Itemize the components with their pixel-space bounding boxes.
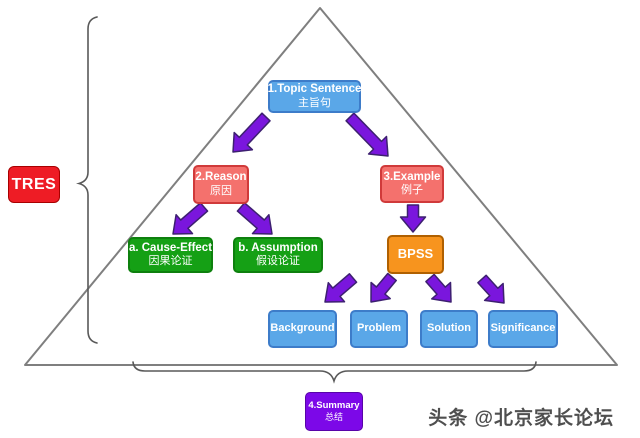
node-reason: 2.Reason 原因: [193, 165, 249, 204]
node-summary: 4.Summary 总结: [305, 392, 363, 431]
bottom-curly-brace: [132, 361, 537, 384]
node-cause-effect: a. Cause-Effect 因果论证: [128, 237, 213, 273]
node-title: a. Cause-Effect: [128, 241, 213, 254]
arrow-reason-to-cause-effect: [172, 202, 209, 235]
node-background: Background: [268, 310, 337, 348]
node-title: Problem: [356, 322, 401, 335]
node-title: b. Assumption: [238, 241, 318, 254]
arrow-bpss-to-problem: [370, 272, 397, 303]
arrow-bpss-to-solution: [425, 273, 452, 303]
node-title: 3.Example: [383, 170, 441, 183]
node-title: Significance: [490, 322, 556, 335]
arrow-bpss-to-background: [324, 273, 358, 303]
arrow-example-to-bpss: [399, 204, 427, 233]
node-subtitle: 假设论证: [256, 255, 300, 268]
node-title: Solution: [427, 322, 471, 335]
triangle-outline: [24, 7, 618, 366]
node-title: 4.Summary: [308, 399, 360, 411]
tres-label: TRES: [11, 175, 57, 193]
node-solution: Solution: [420, 310, 478, 348]
arrow-bpss-to-significance: [477, 274, 505, 304]
node-subtitle: 原因: [210, 184, 232, 197]
node-subtitle: 例子: [401, 184, 423, 197]
arrow-reason-to-assumption: [236, 202, 273, 235]
left-curly-brace: [76, 16, 98, 344]
node-topic-sentence: 1.Topic Sentence 主旨句: [268, 80, 361, 113]
node-title: Background: [270, 322, 335, 335]
node-subtitle: 因果论证: [148, 255, 193, 268]
node-significance: Significance: [488, 310, 558, 348]
arrow-topic-to-example: [345, 112, 389, 157]
node-bpss: BPSS: [387, 235, 444, 274]
tres-label-box: TRES: [8, 166, 60, 203]
node-title: BPSS: [397, 246, 434, 262]
node-assumption: b. Assumption 假设论证: [233, 237, 323, 273]
node-title: 1.Topic Sentence: [267, 83, 362, 96]
node-title: 2.Reason: [195, 171, 247, 184]
node-subtitle: 总结: [324, 411, 343, 422]
arrow-topic-to-reason: [232, 112, 271, 153]
node-example: 3.Example 例子: [380, 165, 444, 203]
node-subtitle: 主旨句: [298, 96, 331, 109]
node-problem: Problem: [350, 310, 408, 348]
watermark-text: 头条 @北京家长论坛: [428, 408, 614, 429]
